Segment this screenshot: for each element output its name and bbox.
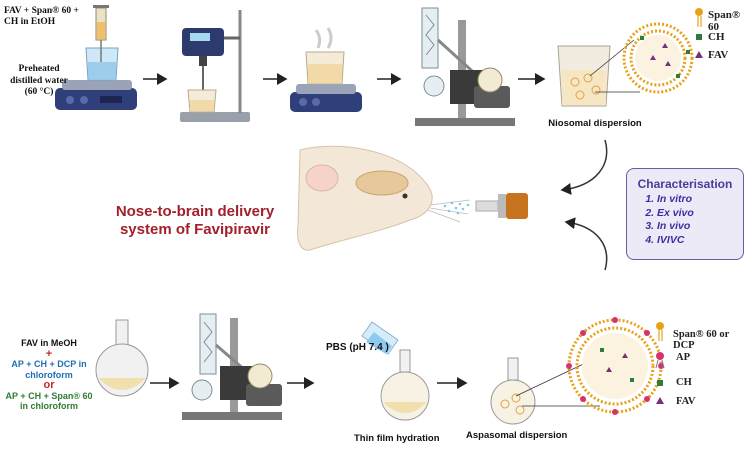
bottom-legend-span-dcp: Span® 60 or DCP xyxy=(673,329,730,351)
main-title: Nose-to-brain delivery system of Favipir… xyxy=(115,203,275,238)
bottom-legend-ap: AP xyxy=(676,352,690,363)
aspasomal-dispersion-label: Aspasomal dispersion xyxy=(466,430,568,441)
characterisation-list: In vitro Ex vivo In vivo IVIVC xyxy=(631,193,694,247)
rotary-evaporator-icon xyxy=(415,7,515,126)
top-ingredients-label: FAV + Span® 60 + CH in EtOH xyxy=(4,6,79,27)
bottom-ingredients-block: FAV in MeOH + AP + CH + DCP in chlorofor… xyxy=(2,338,96,412)
rat-illustration xyxy=(297,145,471,251)
char-item: In vitro xyxy=(657,193,694,207)
rotary-evaporator-icon-2 xyxy=(182,313,282,420)
niosome-vesicle-icon xyxy=(622,22,694,94)
bottom-legend-icons xyxy=(655,322,665,404)
char-item: IVIVC xyxy=(657,234,694,248)
top-legend-icons xyxy=(695,8,703,58)
homogenizer-icon xyxy=(180,10,250,122)
char-item: In vivo xyxy=(657,220,694,234)
top-legend-fav: FAV xyxy=(708,49,729,61)
bottom-legend-fav: FAV xyxy=(676,396,696,407)
bottom-legend-ch: CH xyxy=(676,377,692,388)
plus-label: + xyxy=(45,347,53,360)
niosomal-dispersion-label: Niosomal dispersion xyxy=(548,118,642,129)
round-flask-icon xyxy=(95,319,149,397)
option2-label: AP + CH + Span® 60 in chloroform xyxy=(5,390,93,412)
top-legend-span60: Span® 60 xyxy=(708,9,741,33)
aspasome-flask-icon xyxy=(490,357,536,425)
thin-film-hydration-label: Thin film hydration xyxy=(354,433,440,444)
niosome-beaker-icon xyxy=(557,45,611,107)
characterisation-heading: Characterisation xyxy=(637,177,733,191)
char-item: Ex vivo xyxy=(657,207,694,221)
pbs-label: PBS (pH 7.4 ) xyxy=(326,342,389,353)
option1-label: AP + CH + DCP in chloroform xyxy=(11,359,87,380)
hotplate-syringe-icon xyxy=(55,5,137,110)
or-label: or xyxy=(43,379,55,391)
fav-meoh-label: FAV in MeOH xyxy=(21,338,77,348)
aspasome-vesicle-icon xyxy=(566,317,664,415)
hydration-flask-icon xyxy=(380,349,430,421)
characterisation-box: Characterisation In vitro Ex vivo In viv… xyxy=(626,168,744,260)
pbs-beaker-icon xyxy=(361,321,399,355)
top-legend-ch: CH xyxy=(708,31,725,43)
nasal-spray-icon xyxy=(443,193,528,219)
preheated-water-label: Preheated distilled water (60 °C) xyxy=(10,64,68,97)
hotplate-beaker-icon xyxy=(290,27,362,112)
